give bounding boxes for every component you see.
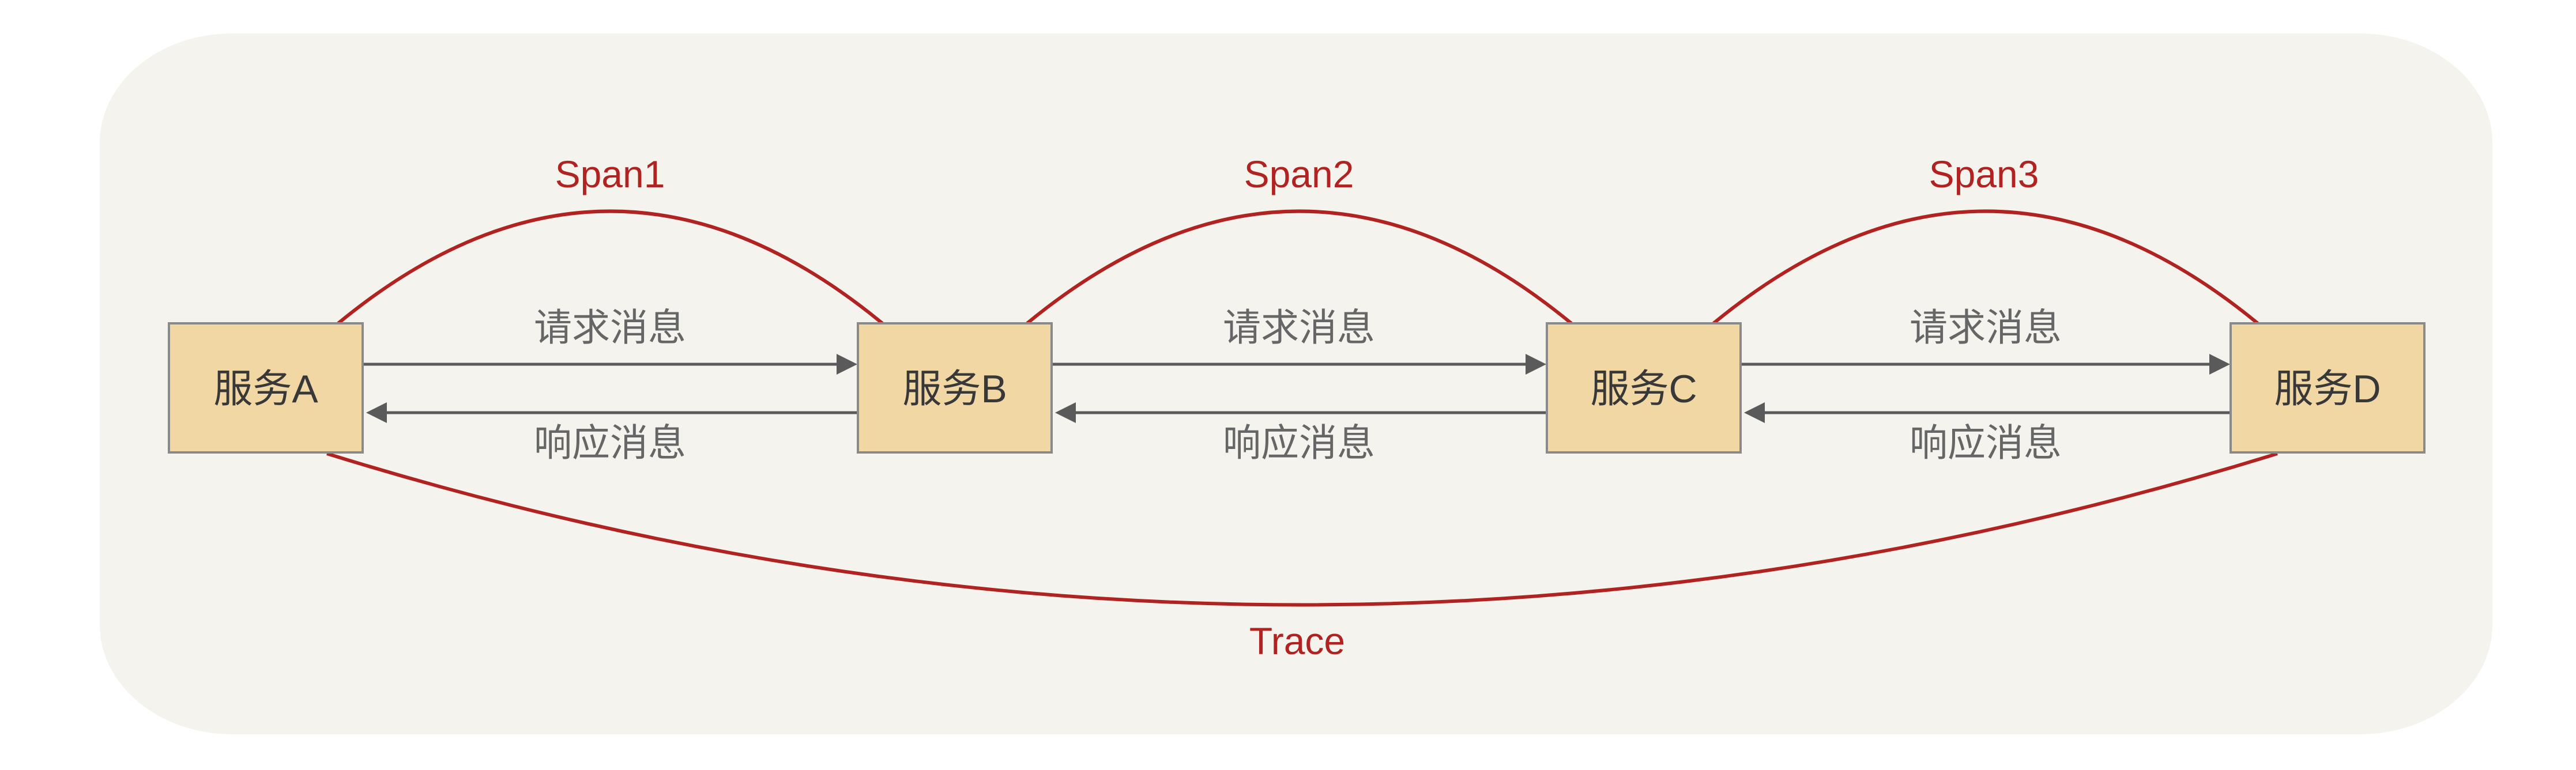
service-box-rect — [2229, 322, 2426, 454]
service-box-rect — [1546, 322, 1742, 454]
request-arrow-c-d — [1738, 354, 2230, 375]
span2-arc — [1026, 209, 1573, 325]
service-box-d: 服务D — [2229, 322, 2426, 454]
trace-label: Trace — [1249, 620, 1345, 662]
request-message-label: 请求消息 — [534, 306, 686, 349]
response-message-label: 响应消息 — [534, 421, 686, 464]
service-box-label: 服务D — [2274, 367, 2381, 411]
response-arrow-d-c — [1744, 402, 2233, 423]
span1-arc — [337, 209, 884, 325]
trace-arc — [326, 452, 2278, 607]
response-arrow-b-a — [366, 402, 860, 423]
span2-label: Span2 — [1244, 153, 1354, 195]
response-arrowhead-icon — [1744, 402, 1765, 423]
request-arrowhead-icon — [1526, 354, 1546, 375]
request-arrow-b-c — [1049, 354, 1546, 375]
panel-background — [100, 33, 2492, 734]
service-box-b: 服务B — [857, 322, 1053, 454]
service-box-label: 服务C — [1590, 367, 1697, 411]
service-box-c: 服务C — [1546, 322, 1742, 454]
span3-label: Span3 — [1929, 153, 2039, 195]
response-message-label: 响应消息 — [1910, 421, 2062, 464]
service-box-a: 服务A — [168, 322, 364, 454]
service-box-label: 服务A — [213, 367, 318, 411]
request-message-label: 请求消息 — [1223, 306, 1375, 349]
service-box-rect — [168, 322, 364, 454]
response-arrowhead-icon — [366, 402, 387, 423]
span3-arc — [1712, 209, 2259, 325]
request-arrow-a-b — [360, 354, 857, 375]
response-arrow-c-b — [1055, 402, 1549, 423]
request-arrowhead-icon — [837, 354, 857, 375]
request-arrowhead-icon — [2209, 354, 2230, 375]
response-arrowhead-icon — [1055, 402, 1076, 423]
service-box-rect — [857, 322, 1053, 454]
request-message-label: 请求消息 — [1910, 306, 2062, 349]
response-message-label: 响应消息 — [1223, 421, 1375, 464]
service-box-label: 服务B — [902, 367, 1007, 411]
span1-label: Span1 — [555, 153, 665, 195]
